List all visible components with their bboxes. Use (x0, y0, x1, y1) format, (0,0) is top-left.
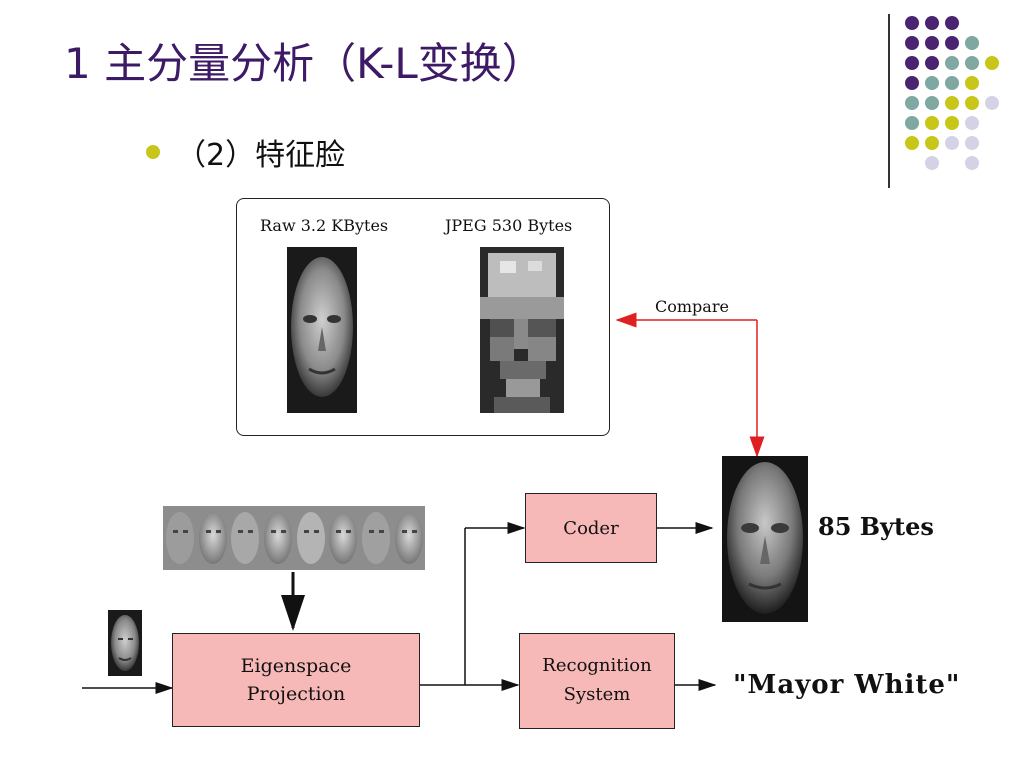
coder-box: Coder (525, 493, 657, 563)
bytes-label: 85 Bytes (818, 512, 934, 541)
recognition-result-label: "Mayor White" (733, 670, 961, 700)
recognition-label-line1: Recognition (542, 655, 652, 677)
eigenspace-label-line2: Projection (246, 683, 346, 705)
compare-label: Compare (655, 297, 729, 316)
jpeg-label: JPEG 530 Bytes (445, 216, 573, 235)
vertical-divider (888, 14, 890, 188)
bullet-text: （2）特征脸 (176, 138, 346, 173)
eigenfaces-strip (163, 506, 425, 570)
reconstructed-face-image (722, 456, 808, 622)
decorative-dot-grid (0, 0, 1024, 200)
input-face-image (108, 610, 142, 676)
coder-label: Coder (563, 517, 619, 539)
bullet-dot (146, 145, 160, 159)
raw-face-image (287, 247, 357, 413)
jpeg-face-image (480, 247, 564, 413)
recognition-system-box: Recognition System (519, 633, 675, 729)
eigenspace-label-line1: Eigenspace (240, 654, 352, 677)
raw-label: Raw 3.2 KBytes (260, 216, 389, 235)
recognition-label-line2: System (563, 684, 631, 705)
eigenspace-projection-box: Eigenspace Projection (172, 633, 420, 727)
slide-title: 1 主分量分析（K-L变换） (64, 39, 544, 88)
